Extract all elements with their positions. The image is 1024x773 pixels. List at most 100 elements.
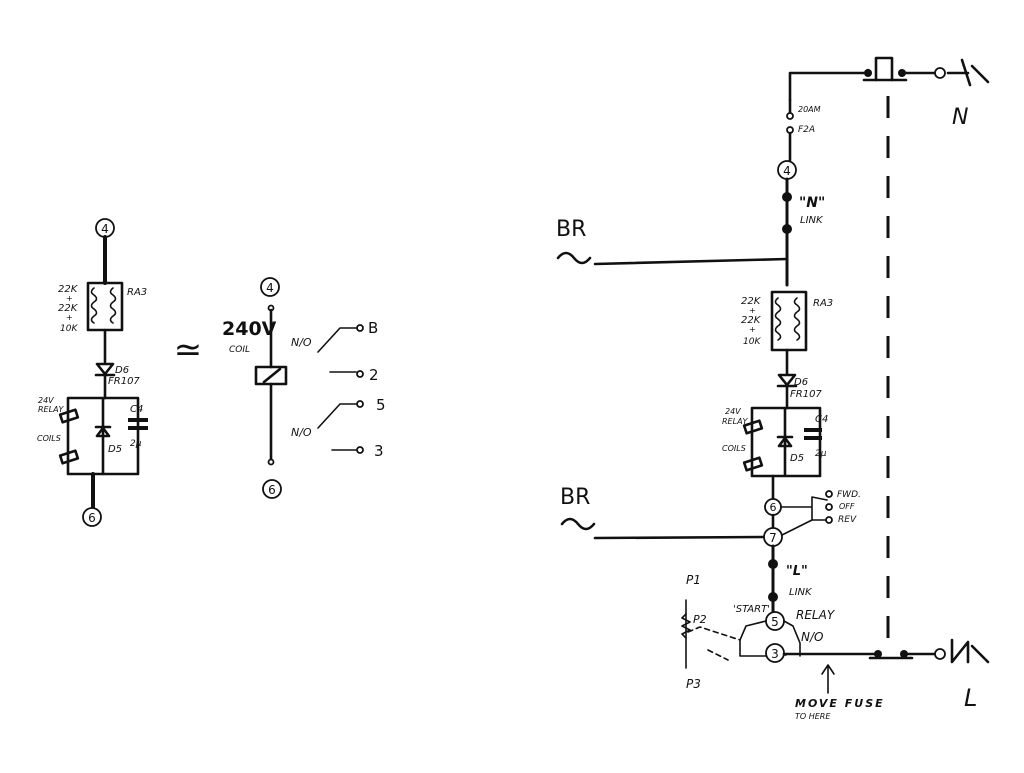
right-relay-coil-1 [742, 419, 764, 435]
right-l-terminal-node [934, 648, 946, 660]
right-r-val-1: 22K [741, 296, 762, 307]
right-l-terminal-label: L [964, 684, 977, 712]
right-br-top: BR [556, 217, 586, 242]
left-d5-ref: D5 [108, 444, 122, 455]
right-n-terminal-label: N [952, 105, 968, 130]
right-node-3-label: 3 [771, 647, 779, 661]
relay-coil-diagonal [262, 367, 282, 384]
left-diode-d6 [94, 362, 116, 377]
right-resistor-b [793, 297, 801, 341]
right-br-top-ac [556, 251, 592, 265]
right-r-ref: RA3 [813, 298, 833, 309]
contact-2-type: N/O [291, 426, 312, 439]
right-relay-word-2: RELAY [796, 608, 836, 622]
left-r-ref: RA3 [127, 287, 147, 298]
right-r-plus-2: + [749, 325, 756, 334]
left-relay-frame [66, 396, 140, 476]
right-d6-ref: D6 [794, 377, 808, 388]
right-no-label: N/O [801, 630, 823, 644]
left-resistor-b [109, 287, 117, 324]
right-switch-off [825, 503, 833, 511]
right-resistor-frame [770, 290, 808, 352]
right-switch-rev [825, 516, 833, 524]
right-top-switch [866, 56, 894, 82]
relay-symbol: 4 6 240V COIL N/O B 2 N/O 5 3 [222, 277, 386, 499]
right-n-link-word: LINK [800, 215, 824, 226]
relay-node-4-label: 4 [266, 281, 274, 295]
contact-2-terminal-b [356, 446, 364, 454]
right-top-switch-dot-1 [864, 69, 872, 77]
left-relay-coil-1 [58, 408, 80, 424]
right-n-link-dot-1 [782, 192, 792, 202]
right-r-plus-1: + [749, 306, 756, 315]
relay-bottom-pin [267, 458, 275, 466]
right-n-terminal-node [934, 67, 946, 79]
left-r-val-3: 10K [60, 324, 78, 334]
left-node-6 [82, 507, 102, 527]
right-pot-p3: P3 [686, 677, 701, 691]
right-fuse-name: F2A [798, 125, 815, 135]
right-c4-ref: C4 [815, 414, 828, 425]
right-pot-track [681, 613, 691, 639]
left-d6-ref: D6 [115, 365, 129, 376]
left-c4-ref: C4 [130, 404, 143, 415]
right-fuse-rating: 20AM [798, 105, 821, 114]
left-relay-word: RELAY [38, 405, 65, 414]
right-switch-to-7 [781, 519, 813, 536]
contact-2-switch [317, 403, 357, 451]
right-fwd-rev-switch [780, 496, 828, 521]
contact-1-type: N/O [291, 336, 312, 349]
left-coils: COILS [37, 434, 61, 443]
right-c4-val: 2µ [815, 449, 827, 459]
right-top-wire [788, 71, 870, 102]
right-br-bottom-ac [560, 517, 596, 531]
left-relay-coil-2 [58, 449, 80, 465]
right-node-6-label: 6 [770, 501, 777, 514]
right-n-link: "N" [799, 195, 825, 211]
contact-1-terminal-b [356, 370, 364, 378]
right-relay-word: RELAY [722, 417, 749, 426]
contact-1-label-a: B [368, 319, 378, 337]
left-diode-d5 [94, 425, 112, 438]
contact-2-terminal-a [356, 400, 364, 408]
left-d6-type: FR107 [108, 376, 140, 387]
right-l-terminal-mark [950, 638, 990, 664]
contact-2-label-b: 3 [374, 442, 384, 460]
right-start-label: 'START' [733, 604, 770, 615]
right-r-val-3: 10K [743, 337, 761, 347]
left-r-plus-1: + [66, 294, 73, 303]
right-pot-wiper-dashed [687, 626, 741, 661]
right-d5-ref: D5 [790, 453, 804, 464]
right-fuse-pin-1 [786, 112, 794, 120]
left-r-val-1: 22K [58, 284, 79, 295]
left-node-4-label: 4 [101, 222, 109, 236]
right-resistor-a [774, 297, 782, 341]
right-schematic: N 20AM F2A 4 "N" LINK BR 22K + 22K + 10K… [556, 56, 990, 721]
right-switch-off-label: OFF [839, 502, 855, 511]
right-coils: COILS [722, 444, 746, 453]
right-l-link-dot-2 [768, 592, 778, 602]
right-l-link: "L" [786, 564, 808, 579]
right-switch-rev-label: REV [838, 515, 857, 525]
contact-2-label-a: 5 [376, 396, 386, 414]
right-switch-fwd-label: FWD. [837, 490, 861, 500]
right-start-relay-contacts [739, 620, 801, 657]
right-br-top-wire [593, 257, 789, 266]
right-note-line2: TO HERE [795, 712, 831, 721]
left-schematic: 4 22K + 22K + 10K RA3 D6 FR107 24V RELAY… [37, 218, 148, 527]
right-switch-fwd [825, 490, 833, 498]
right-br-bottom: BR [560, 485, 590, 510]
right-br-bottom-wire [593, 535, 766, 540]
relay-node-6 [262, 479, 282, 499]
left-cap-plate-2 [128, 426, 148, 430]
right-relay-coil-2 [742, 456, 764, 472]
left-resistor-frame [86, 281, 124, 332]
left-cap-plate-1 [128, 418, 148, 422]
relay-coil-voltage: 240V [222, 318, 277, 340]
right-cap-plate-1 [804, 428, 822, 432]
right-relay-v: 24V [725, 407, 741, 416]
contact-1-label-b: 2 [369, 366, 379, 384]
relay-coil-label: COIL [229, 345, 250, 355]
